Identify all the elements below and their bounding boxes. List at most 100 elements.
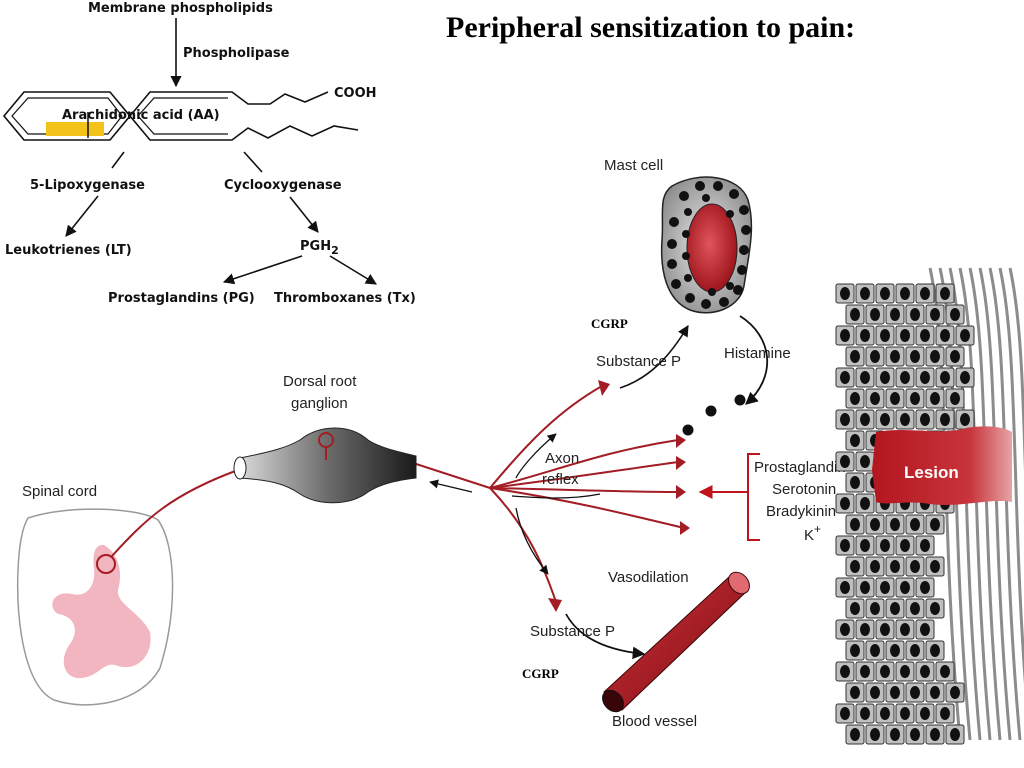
tissue-cell	[855, 367, 875, 388]
tissue-cell	[845, 346, 865, 367]
tissue-cell	[895, 661, 915, 682]
prostaglandins-label: Prostaglandins (PG)	[108, 291, 255, 306]
central-axon	[111, 469, 239, 557]
drg-body	[239, 427, 417, 504]
tissue-cell	[885, 640, 905, 661]
vasodilation-label: Vasodilation	[608, 569, 689, 586]
drg-label-line1: Dorsal root	[283, 373, 357, 390]
tissue-cell	[865, 304, 885, 325]
tissue-cell	[905, 640, 925, 661]
tissue-cell	[875, 367, 895, 388]
histamine-label: Histamine	[724, 345, 791, 362]
vessel-far-end	[728, 571, 750, 595]
tissue-cell	[905, 304, 925, 325]
tissue-cell	[865, 640, 885, 661]
tissue-cell	[835, 577, 855, 598]
terminal-cap-3	[676, 485, 686, 499]
tissue-cell	[845, 514, 865, 535]
tissue-cell	[895, 703, 915, 724]
histamine-granules	[682, 394, 746, 436]
reflex-label: reflex	[542, 471, 579, 488]
axon-reflex-loop	[511, 493, 601, 499]
spinal-cord-label: Spinal cord	[22, 483, 97, 500]
membrane-phospholipids-label: Membrane phospholipids	[88, 1, 273, 16]
vessel-lumen	[602, 689, 624, 713]
tissue-cell	[945, 388, 965, 409]
tissue-cell	[905, 346, 925, 367]
tissue-cell	[905, 388, 925, 409]
tissue-cell	[915, 325, 935, 346]
aa-lower-chain	[129, 115, 359, 141]
mediator-potassium: K+	[804, 522, 821, 544]
terminal-4	[489, 487, 685, 529]
terminal-cap-mast	[598, 380, 610, 396]
cgrp-top-label: CGRP	[591, 316, 628, 331]
histamine-arrow	[739, 315, 769, 405]
mediator-bradykinin: Bradykinin	[766, 503, 836, 520]
blood-vessel-label: Blood vessel	[612, 713, 697, 730]
terminal-cap-2	[676, 456, 686, 470]
phospholipase-label: Phospholipase	[183, 46, 290, 61]
tissue-cell	[835, 535, 855, 556]
tissue-cell	[925, 682, 945, 703]
tissue-cell	[885, 682, 905, 703]
tissue-cell	[895, 619, 915, 640]
tissue-fiber	[998, 267, 1024, 685]
tissue-cell	[935, 703, 955, 724]
tissue-cell	[935, 661, 955, 682]
axon-label: Axon	[545, 450, 579, 467]
aa-ring-left-inner	[11, 97, 123, 135]
tissue-cell	[875, 619, 895, 640]
tissue-cell	[865, 514, 885, 535]
afferent-direction-arrow	[429, 479, 473, 493]
substance-p-to-vessel-arrow	[565, 613, 646, 660]
prostaglandin-arrow	[222, 255, 303, 285]
tissue-cell	[835, 703, 855, 724]
tissue-cell	[935, 409, 955, 430]
terminal-3	[489, 487, 679, 493]
tissue-cell	[875, 409, 895, 430]
tissue-cell	[915, 535, 935, 556]
spinal-cord: Spinal cord	[16, 483, 174, 706]
lesion-label: Lesion	[904, 463, 959, 482]
tissue-cell	[875, 661, 895, 682]
page-title: Peripheral sensitization to pain:	[446, 11, 855, 44]
tissue-cell	[865, 556, 885, 577]
gray-matter	[52, 544, 151, 679]
terminal-cap-1	[676, 434, 686, 448]
tissue-cell	[845, 682, 865, 703]
tissue-cell	[855, 451, 875, 472]
tissue-cell	[895, 325, 915, 346]
lesion-region	[872, 426, 1012, 505]
tissue-cell	[855, 409, 875, 430]
mast-cell: Mast cell	[604, 157, 753, 314]
cyclooxygenase-label: Cyclooxygenase	[224, 178, 342, 193]
tissue-cell	[885, 514, 905, 535]
aa-upper-chain	[129, 91, 329, 117]
terminal-1	[489, 439, 679, 489]
tissue-cell	[865, 598, 885, 619]
tissue-cell	[845, 556, 865, 577]
tissue-cell	[835, 493, 855, 514]
tissue-cell	[915, 661, 935, 682]
tissue-cell	[875, 325, 895, 346]
branch-to-vessel	[489, 487, 557, 603]
branch-to-mast-cell	[489, 385, 603, 489]
skin-tissue: Lesion	[835, 267, 1024, 745]
thromboxanes-label: Thromboxanes (Tx)	[274, 291, 416, 306]
tissue-cell	[915, 619, 935, 640]
tissue-cell	[895, 283, 915, 304]
tissue-cell	[905, 724, 925, 745]
tissue-cell	[865, 388, 885, 409]
tissue-cell	[845, 598, 865, 619]
arachidonic-pathway: Membrane phospholipids Phospholipase Ara…	[2, 1, 416, 306]
tissue-cell	[855, 325, 875, 346]
tissue-cell	[835, 325, 855, 346]
tissue-cell	[925, 514, 945, 535]
mediators: Prostaglandin Serotonin Bradykinin K+	[698, 453, 846, 544]
drg-root-end	[233, 456, 247, 480]
tissue-cell	[865, 682, 885, 703]
lipoxygenase-branch-line	[111, 151, 125, 169]
drg-label-line2: ganglion	[291, 395, 348, 412]
tissue-cell	[925, 346, 945, 367]
